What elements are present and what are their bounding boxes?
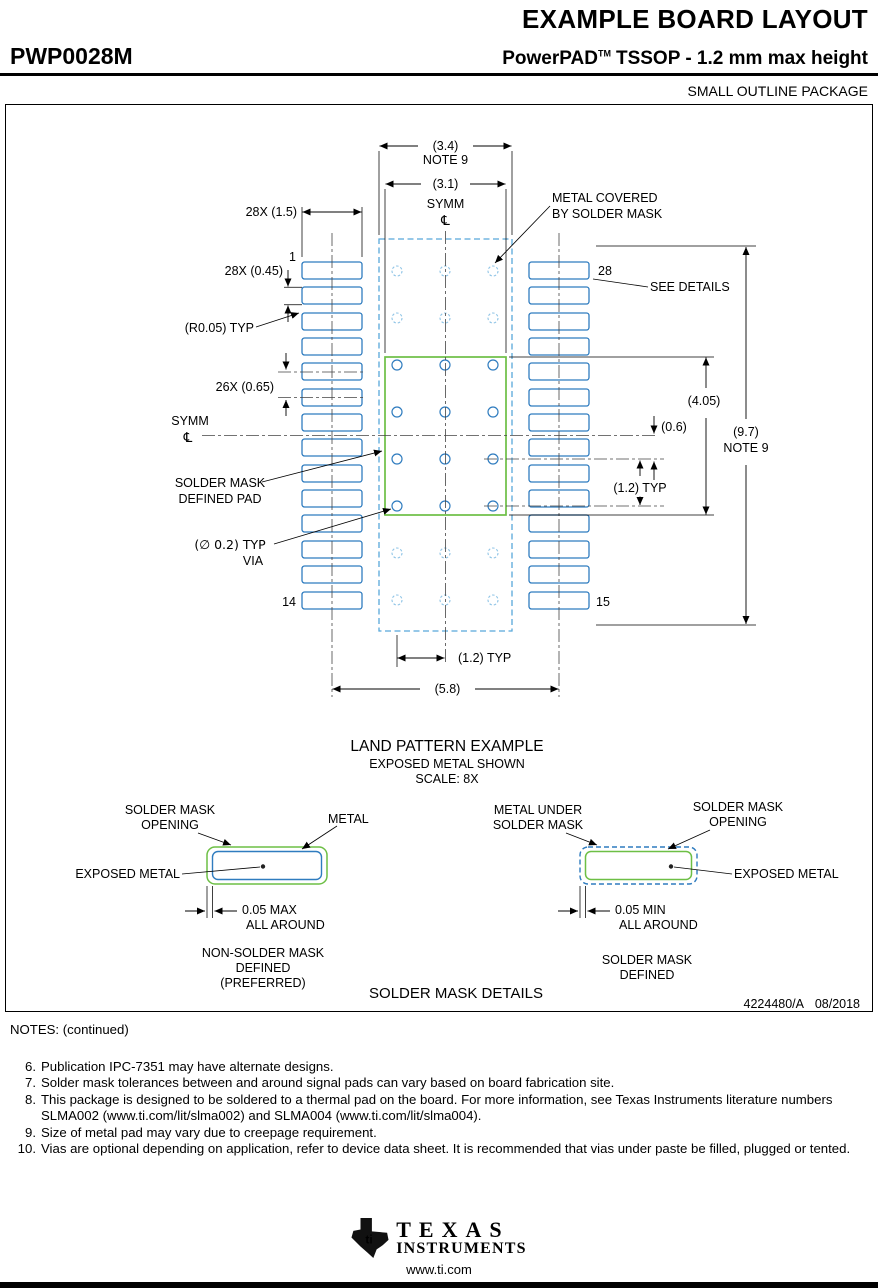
nsmd-caption-2: DEFINED: [236, 961, 291, 975]
nsmd-exposed-metal-dot: [260, 864, 266, 869]
nsmd-metal-shape: [211, 850, 323, 881]
nsmd-exposed-metal-label: EXPOSED METAL: [75, 867, 180, 881]
part-number: PWP0028M: [10, 43, 133, 69]
smd-exposed-metal-dot: [668, 864, 674, 869]
see-details-label: SEE DETAILS: [650, 280, 730, 294]
solder-mask-details-title: SOLDER MASK DETAILS: [369, 985, 543, 1002]
note-text: This package is designed to be soldered …: [41, 1091, 833, 1124]
nsmd-opening-label-2: OPENING: [141, 818, 199, 832]
smd-dim-label-2: ALL AROUND: [619, 918, 698, 932]
detail-smd: METAL UNDER SOLDER MASK SOLDER MASK OPEN…: [493, 800, 839, 982]
dim-9-7-label: (9.7): [733, 425, 759, 439]
metal-covered-label-2: BY SOLDER MASK: [552, 207, 663, 221]
via-diameter-label: (∅ 0.2) TYP: [194, 537, 266, 552]
header: EXAMPLE BOARD LAYOUT PWP0028M PowerPADTM…: [0, 0, 878, 99]
note-item: 6. Publication IPC-7351 may have alterna…: [10, 1059, 868, 1076]
note-number: 9.: [25, 1124, 36, 1140]
brand-instruments: INSTRUMENTS: [396, 1240, 527, 1258]
note-number: 7.: [25, 1075, 36, 1090]
pin-28-label: 28: [598, 264, 612, 278]
pin-15-label: 15: [596, 595, 610, 609]
header-rule: [0, 73, 878, 76]
dim-28x-0-45-label: 28X (0.45): [225, 264, 283, 278]
note-text: Vias are optional depending on applicati…: [41, 1141, 851, 1156]
package-family: SMALL OUTLINE PACKAGE: [687, 83, 869, 99]
centerline-symbol-left: ℄: [183, 430, 193, 446]
smd-metal-under-label-1: METAL UNDER: [494, 803, 582, 817]
dim-0-6-label: (0.6): [661, 420, 687, 434]
nsmd-caption-3: (PREFERRED): [220, 976, 305, 990]
centerline-symbol-top: ℄: [440, 213, 450, 229]
dim-28x-1-5-label: 28X (1.5): [246, 205, 297, 219]
smd-opening-label-1: SOLDER MASK: [693, 800, 784, 814]
symm-left-label: SYMM: [171, 414, 209, 428]
metal-covered-label-1: METAL COVERED: [552, 191, 658, 205]
doc-number: 4224480/A: [744, 997, 805, 1011]
smd-opening-label-2: OPENING: [709, 815, 767, 829]
dim-4-05-label: (4.05): [688, 394, 721, 408]
note-item: 7. Solder mask tolerances between and ar…: [10, 1075, 868, 1092]
note-text: Publication IPC-7351 may have alternate …: [41, 1058, 334, 1074]
ti-url[interactable]: www.ti.com: [406, 1262, 472, 1277]
dim-5-8-label: (5.8): [435, 682, 461, 696]
notes-heading: NOTES: (continued): [10, 1022, 129, 1037]
doc-date: 08/2018: [815, 997, 860, 1011]
nsmd-opening-label-1: SOLDER MASK: [125, 803, 216, 817]
note9-right-label: NOTE 9: [723, 441, 768, 455]
package-desc: TSSOP - 1.2 mm max height: [615, 48, 868, 69]
dim-1-2-bottom-label: (1.2) TYP: [458, 651, 511, 665]
ti-monogram: ti: [366, 1233, 373, 1247]
brand-texas: TEXAS: [396, 1217, 510, 1243]
dim-26x-0-65-label: 26X (0.65): [216, 380, 274, 394]
caption-line3: SCALE: 8X: [415, 772, 479, 786]
smd-caption-1: SOLDER MASK: [602, 953, 693, 967]
nsmd-metal-label: METAL: [328, 812, 369, 826]
solder-mask-defined-pad-label-2: DEFINED PAD: [178, 492, 261, 506]
bottom-bar: [0, 1282, 878, 1288]
centerlines: [202, 231, 664, 697]
note-text: Solder mask tolerances between and aroun…: [41, 1075, 615, 1090]
symm-top-label: SYMM: [427, 197, 465, 211]
dimension-lines: [255, 142, 756, 693]
land-pattern-labels: (3.4) NOTE 9 (3.1) SYMM ℄ METAL COVERED …: [171, 139, 768, 786]
nsmd-dim-label-2: ALL AROUND: [246, 918, 325, 932]
dim-1-2-right-label: (1.2) TYP: [613, 481, 666, 495]
note-item: 9. Size of metal pad may vary due to cre…: [10, 1125, 868, 1142]
pin-14-label: 14: [282, 595, 296, 609]
smd-caption-2: DEFINED: [620, 968, 675, 982]
footer: ti TEXAS INSTRUMENTS www.ti.com: [0, 1217, 878, 1288]
dim-3-4-label: (3.4): [433, 139, 459, 153]
drawing-frame: (3.4) NOTE 9 (3.1) SYMM ℄ METAL COVERED …: [5, 104, 873, 1012]
note-number: 8.: [25, 1091, 36, 1107]
package-descriptor: PowerPADTM TSSOP - 1.2 mm max height: [502, 48, 868, 70]
pin-1-label: 1: [289, 250, 296, 264]
note-number: 6.: [25, 1058, 36, 1074]
package-brand: PowerPAD: [502, 48, 598, 69]
smd-dim-label-1: 0.05 MIN: [615, 903, 666, 917]
board-layout-drawing: (3.4) NOTE 9 (3.1) SYMM ℄ METAL COVERED …: [75, 139, 860, 1011]
smd-exposed-metal-label: EXPOSED METAL: [734, 867, 839, 881]
caption-line1: LAND PATTERN EXAMPLE: [350, 738, 543, 755]
ti-wordmark: TEXAS INSTRUMENTS: [396, 1218, 527, 1258]
detail-nsmd: SOLDER MASK OPENING METAL EXPOSED METAL …: [75, 803, 368, 990]
note-text: Size of metal pad may vary due to creepa…: [41, 1124, 377, 1140]
smd-solder-mask-opening-shape: [584, 850, 693, 881]
nsmd-caption-1: NON-SOLDER MASK: [202, 946, 325, 960]
notes-section: NOTES: (continued) 6. Publication IPC-73…: [0, 1012, 878, 1158]
smd-metal-under-label-2: SOLDER MASK: [493, 818, 584, 832]
caption-line2: EXPOSED METAL SHOWN: [369, 757, 525, 771]
trademark-symbol: TM: [597, 48, 611, 59]
nsmd-dim-label-1: 0.05 MAX: [242, 903, 298, 917]
solder-mask-defined-pad-label-1: SOLDER MASK: [175, 476, 266, 490]
ti-texas-logo-icon: ti: [351, 1218, 389, 1258]
via-word-label: VIA: [243, 554, 264, 568]
dim-3-1-label: (3.1): [433, 177, 459, 191]
page-title: EXAMPLE BOARD LAYOUT: [522, 4, 868, 34]
note-item: 8. This package is designed to be solder…: [10, 1092, 868, 1125]
ti-logo: ti TEXAS INSTRUMENTS: [351, 1217, 527, 1259]
note-number: 10.: [17, 1141, 36, 1156]
r0-05-typ-label: (R0.05) TYP: [185, 321, 254, 335]
note-item: 10. Vias are optional depending on appli…: [10, 1141, 868, 1158]
note9-top-label: NOTE 9: [423, 153, 468, 167]
